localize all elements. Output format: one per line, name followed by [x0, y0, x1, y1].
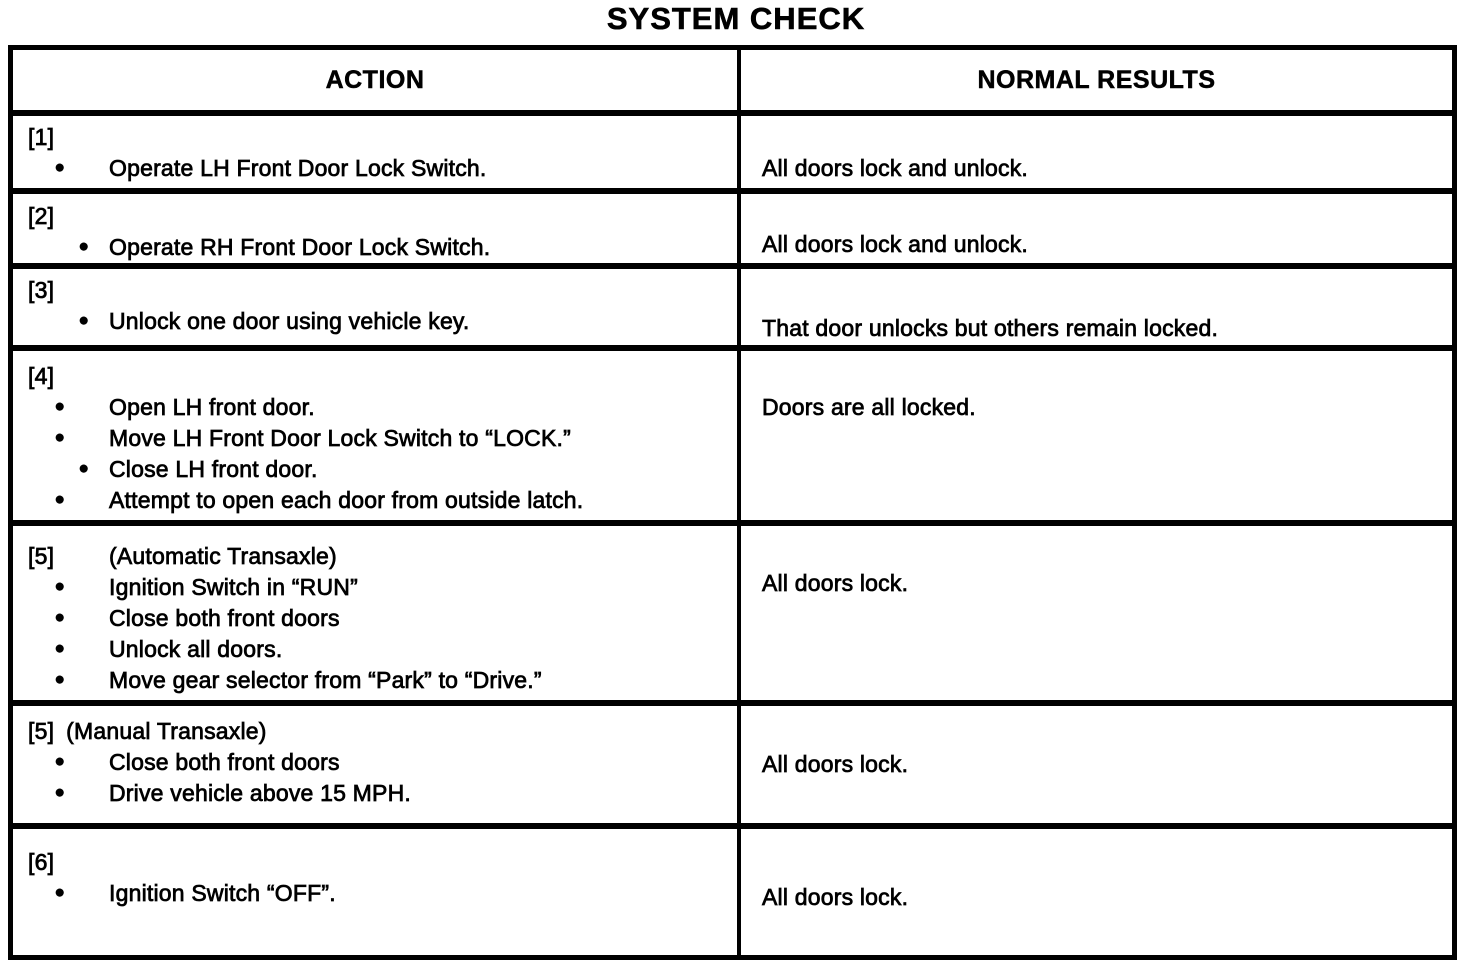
result-cell: All doors lock. — [741, 706, 1452, 823]
step-reference: [1] — [28, 124, 55, 151]
result-cell: All doors lock and unlock. — [741, 194, 1452, 263]
action-step-text: Move gear selector from “Park” to “Drive… — [109, 667, 542, 694]
normal-result-text: All doors lock. — [762, 570, 909, 597]
normal-result-text: All doors lock and unlock. — [762, 231, 1029, 258]
table-row: [1] ●Operate LH Front Door Lock Switch. … — [13, 116, 1452, 194]
result-cell: Doors are all locked. — [741, 351, 1452, 520]
step-reference-suffix: (Automatic Transaxle) — [109, 543, 337, 570]
result-cell: All doors lock. — [741, 829, 1452, 955]
step-reference: [6] — [28, 849, 55, 876]
action-step-text: Attempt to open each door from outside l… — [109, 487, 584, 514]
action-step: ● Move gear selector from “Park” to “Driv… — [28, 665, 737, 696]
page-title: SYSTEM CHECK — [606, 1, 866, 37]
system-check-table: ACTION NORMAL RESULTS [1] ● Operate LH Fr… — [8, 45, 1457, 960]
normal-result-text: Doors are all locked. — [762, 394, 976, 421]
action-step-text: Operate RH Front Door Lock Switch. — [109, 234, 491, 261]
table-row: [6] ● Ignition Switch “OFF”. All doors lo… — [13, 829, 1452, 955]
action-step: ● Drive vehicle above 15 MPH. — [28, 778, 737, 809]
normal-result-text: That door unlocks but others remain lock… — [762, 315, 1219, 342]
column-header-action: ACTION — [13, 50, 741, 110]
step-reference-line: [1] — [28, 122, 737, 153]
table-row: [3] ●Unlock one door using vehicle key. … — [13, 269, 1452, 351]
bullet-icon: ● — [78, 236, 90, 257]
action-step: ● Attempt to open each door from outside … — [28, 485, 737, 516]
normal-result-text: All doors lock. — [762, 884, 909, 911]
bullet-icon: ● — [54, 882, 66, 903]
bullet-icon: ● — [54, 396, 66, 417]
bullet-icon: ● — [54, 576, 66, 597]
bullet-icon: ● — [54, 751, 66, 772]
step-reference-line: [4] — [28, 361, 737, 392]
result-cell: All doors lock and unlock. — [741, 116, 1452, 188]
step-reference: [2] — [28, 203, 55, 230]
action-cell: [5] (Automatic Transaxle) ● Ignition Switc… — [13, 526, 741, 700]
action-step-text: Close both front doors — [109, 605, 340, 632]
result-cell: That door unlocks but others remain lock… — [741, 269, 1452, 345]
action-cell: [1] ● Operate LH Front Door Lock Switch. — [13, 116, 741, 188]
action-step: ● Unlock one door using vehicle key. — [28, 306, 737, 337]
table-row: [4] ● Open LH front door. ● Move LH Front … — [13, 351, 1452, 526]
step-reference-line: [6] — [28, 847, 737, 878]
action-step: ● Open LH front door. — [28, 392, 737, 423]
bullet-icon: ● — [54, 607, 66, 628]
action-step-text: Close LH front door. — [109, 456, 318, 483]
action-step-text: Open LH front door. — [109, 394, 315, 421]
step-reference: [5] — [28, 718, 55, 745]
action-cell: [4] ● Open LH front door. ● Move LH Front … — [13, 351, 741, 520]
step-reference-line: [5] (Manual Transaxle) — [28, 716, 737, 747]
result-cell: All doors lock. — [741, 526, 1452, 700]
step-reference: [3] — [28, 277, 55, 304]
action-step-text: Close both front doors — [109, 749, 340, 776]
normal-result-text: All doors lock. — [762, 751, 909, 778]
action-step: ● Close both front doors — [28, 603, 737, 634]
bullet-icon: ● — [54, 782, 66, 803]
action-step-text: Unlock all doors. — [109, 636, 283, 663]
action-step: ● Unlock all doors. — [28, 634, 737, 665]
action-step-text: Ignition Switch “OFF”. — [109, 880, 336, 907]
action-step: ● Operate RH Front Door Lock Switch. — [28, 232, 737, 263]
bullet-icon: ● — [54, 669, 66, 690]
action-step: ● Close LH front door. — [28, 454, 737, 485]
step-reference-line: [2] — [28, 201, 737, 232]
bullet-icon: ● — [54, 157, 66, 178]
bullet-icon: ● — [54, 427, 66, 448]
action-step-text: Operate LH Front Door Lock Switch. — [109, 155, 487, 182]
bullet-icon: ● — [78, 458, 90, 479]
action-step-text: Move LH Front Door Lock Switch to “LOCK.… — [109, 425, 572, 452]
table-row: [2] ●Operate RH Front Door Lock Switch. … — [13, 194, 1452, 269]
column-header-normal-results: NORMAL RESULTS — [977, 65, 1216, 94]
action-step: ● Move LH Front Door Lock Switch to “LOCK… — [28, 423, 737, 454]
action-step: ● Close both front doors — [28, 747, 737, 778]
table-row: [5] (Manual Transaxle) ● Close both front … — [13, 706, 1452, 829]
action-cell: [3] ● Unlock one door using vehicle key. — [13, 269, 741, 345]
table-header-row: ACTION NORMAL RESULTS — [13, 50, 1452, 116]
step-reference-line: [3] — [28, 275, 737, 306]
action-step-text: Ignition Switch in “RUN” — [109, 574, 358, 601]
action-step-text: Unlock one door using vehicle key. — [109, 308, 470, 335]
table-row: [5] (Automatic Transaxle) ● Ignition Switc… — [13, 526, 1452, 706]
action-cell: [6] ● Ignition Switch “OFF”. — [13, 829, 741, 955]
action-step-text: Drive vehicle above 15 MPH. — [109, 780, 412, 807]
action-step: ● Ignition Switch in “RUN” — [28, 572, 737, 603]
action-cell: [5] (Manual Transaxle) ● Close both front … — [13, 706, 741, 823]
step-reference: [4] — [28, 363, 55, 390]
step-reference-suffix: (Manual Transaxle) — [66, 718, 267, 745]
bullet-icon: ● — [54, 638, 66, 659]
action-step: ● Operate LH Front Door Lock Switch. — [28, 153, 737, 184]
action-step: ● Ignition Switch “OFF”. — [28, 878, 737, 909]
bullet-icon: ● — [54, 489, 66, 510]
normal-result-text: All doors lock and unlock. — [762, 155, 1029, 182]
step-reference: [5] — [28, 543, 55, 570]
action-cell: [2] ● Operate RH Front Door Lock Switch. — [13, 194, 741, 263]
bullet-icon: ● — [78, 310, 90, 331]
step-reference-line: [5] (Automatic Transaxle) — [28, 541, 737, 572]
